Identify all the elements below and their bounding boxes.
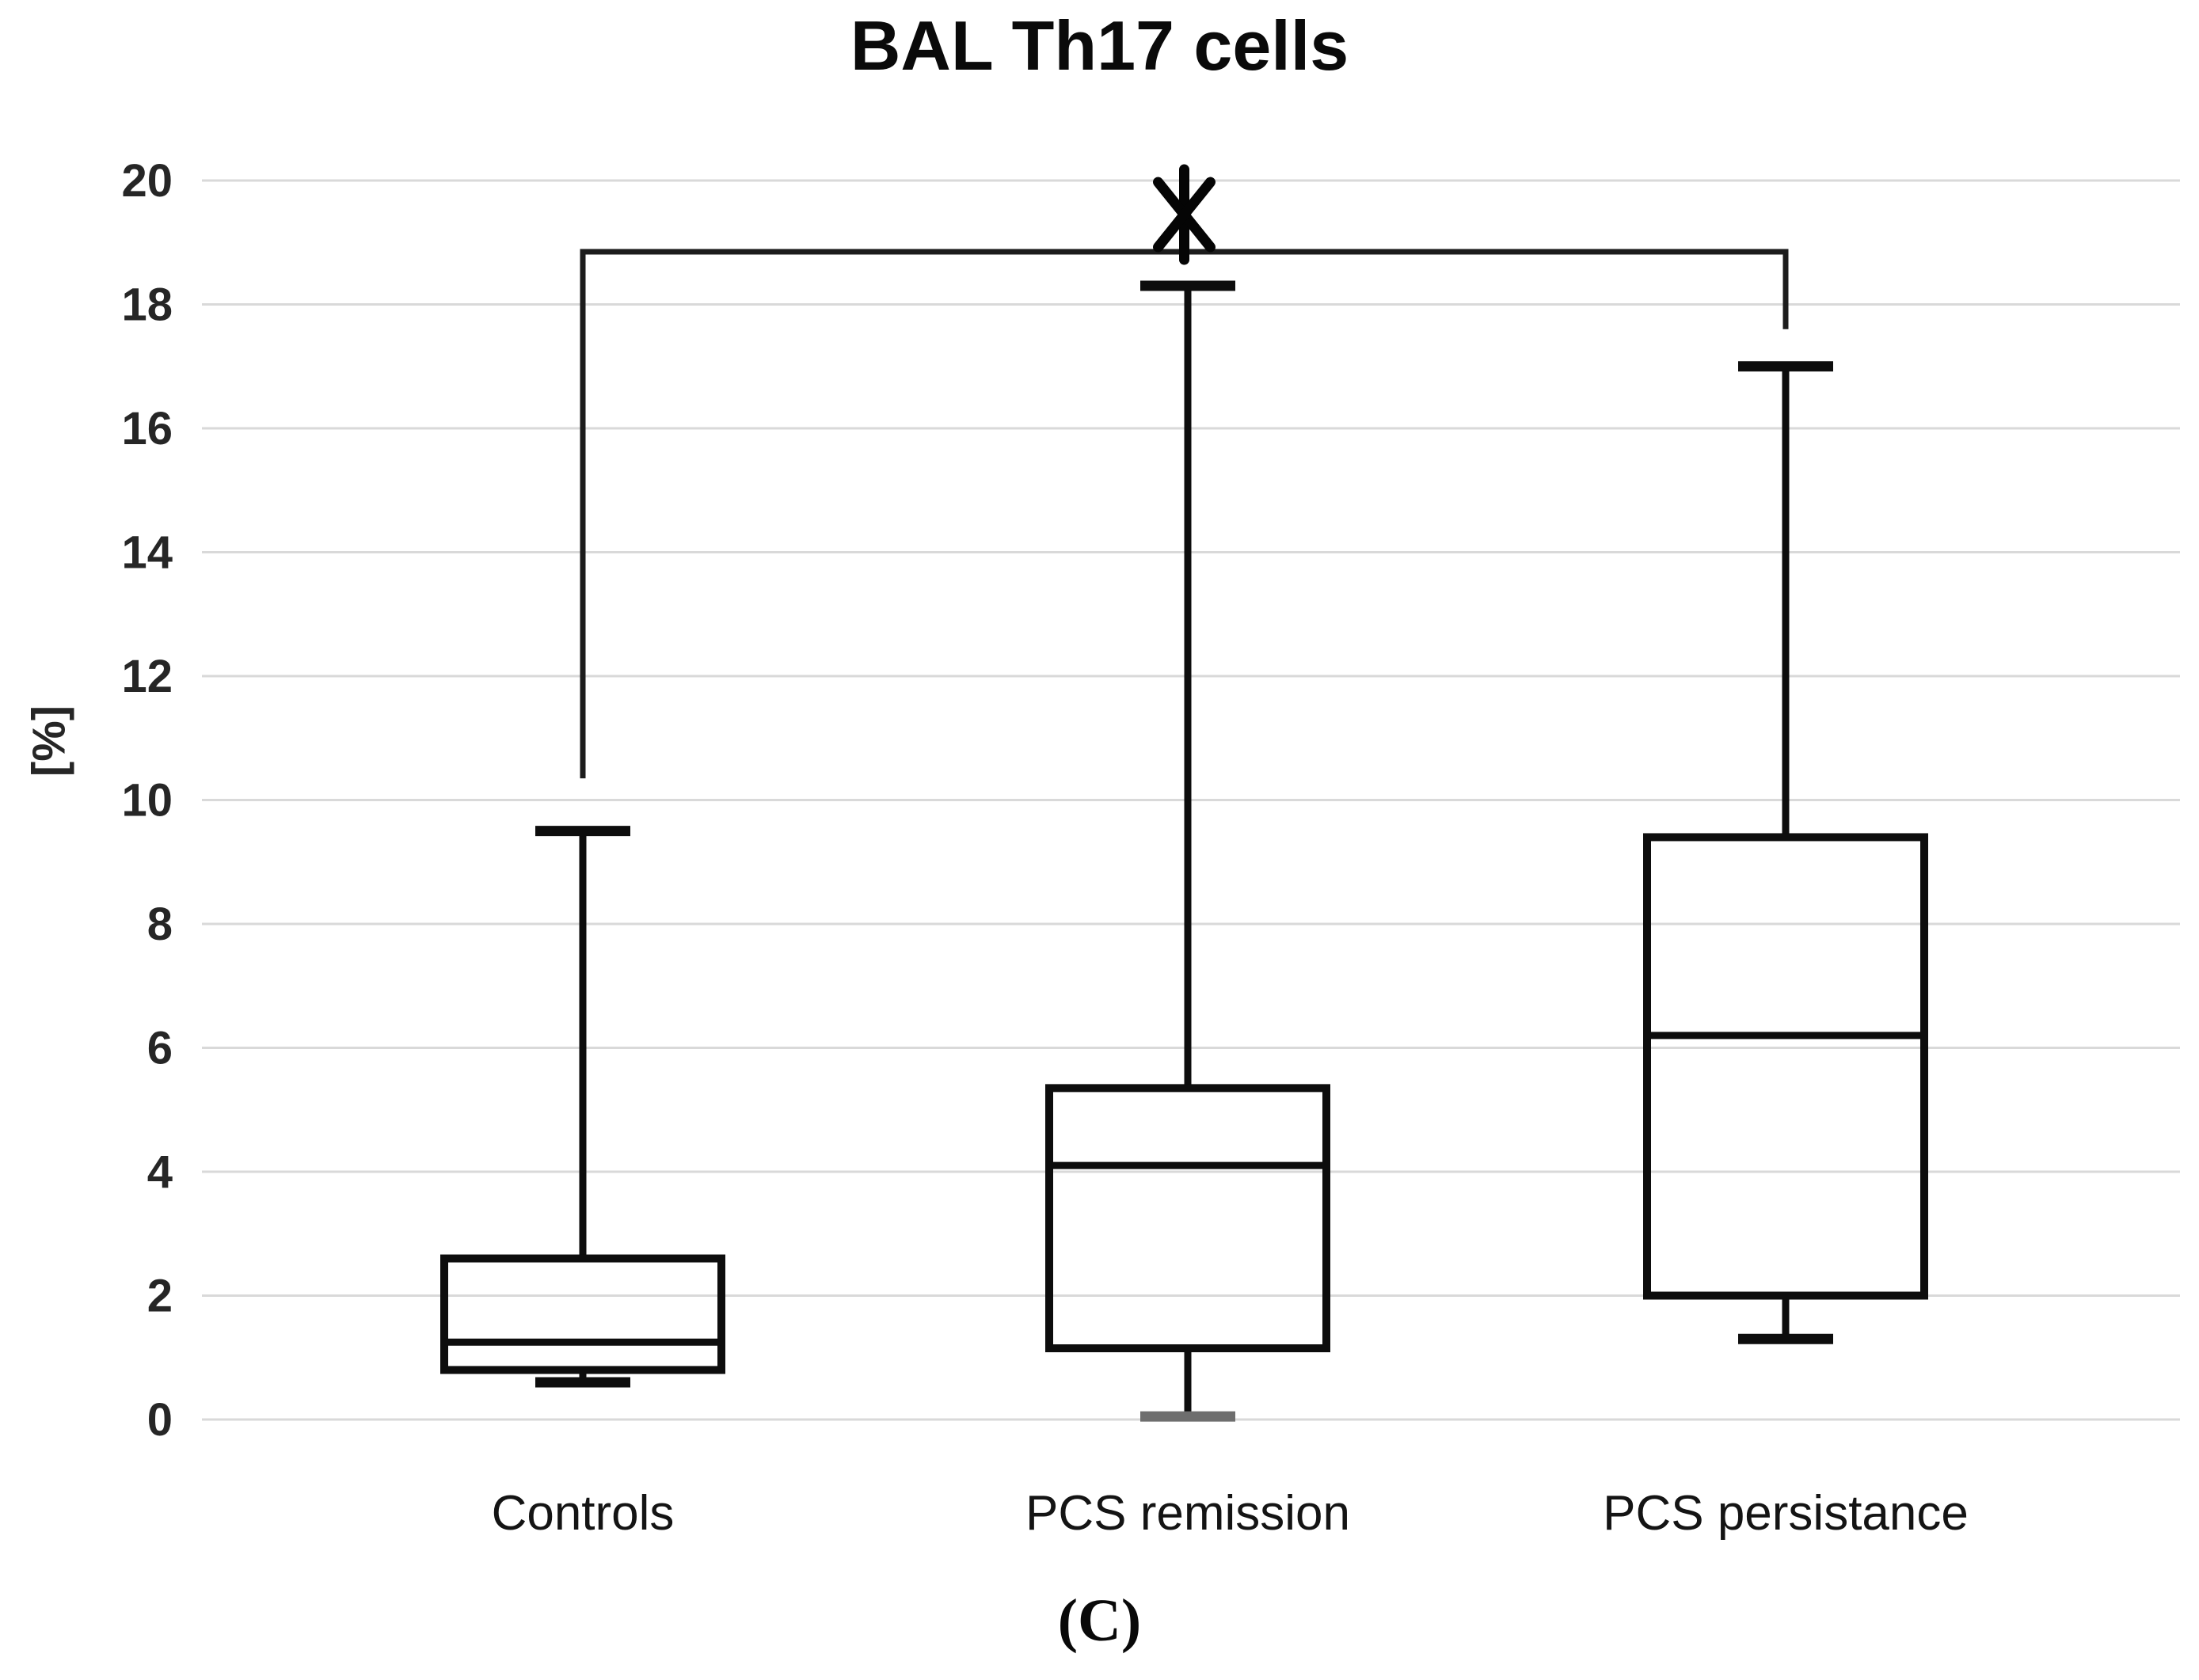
x-category-label-1: PCS remission — [1025, 1486, 1350, 1541]
asterisk-spoke — [1153, 177, 1216, 253]
y-tick-label-4: 4 — [147, 1146, 173, 1198]
y-tick-label-14: 14 — [121, 527, 173, 579]
x-category-label-0: Controls — [492, 1486, 675, 1541]
y-tick-label-10: 10 — [121, 775, 173, 827]
chart-title: BAL Th17 cells — [850, 6, 1349, 85]
y-tick-label-20: 20 — [121, 155, 173, 207]
box-0 — [440, 1254, 725, 1374]
y-tick-label-8: 8 — [147, 899, 173, 950]
y-tick-label-12: 12 — [121, 651, 173, 702]
y-tick-label-2: 2 — [147, 1271, 173, 1322]
y-tick-label-16: 16 — [121, 403, 173, 454]
y-tick-label-0: 0 — [147, 1394, 173, 1446]
box-2 — [1643, 833, 1928, 1300]
y-tick-label-18: 18 — [121, 279, 173, 331]
figure-caption: (C) — [1057, 1587, 1142, 1654]
box-1 — [1045, 1084, 1330, 1353]
x-category-label-2: PCS persistance — [1603, 1486, 1969, 1541]
y-tick-label-6: 6 — [147, 1023, 173, 1074]
significance-asterisk-icon — [1153, 164, 1216, 265]
